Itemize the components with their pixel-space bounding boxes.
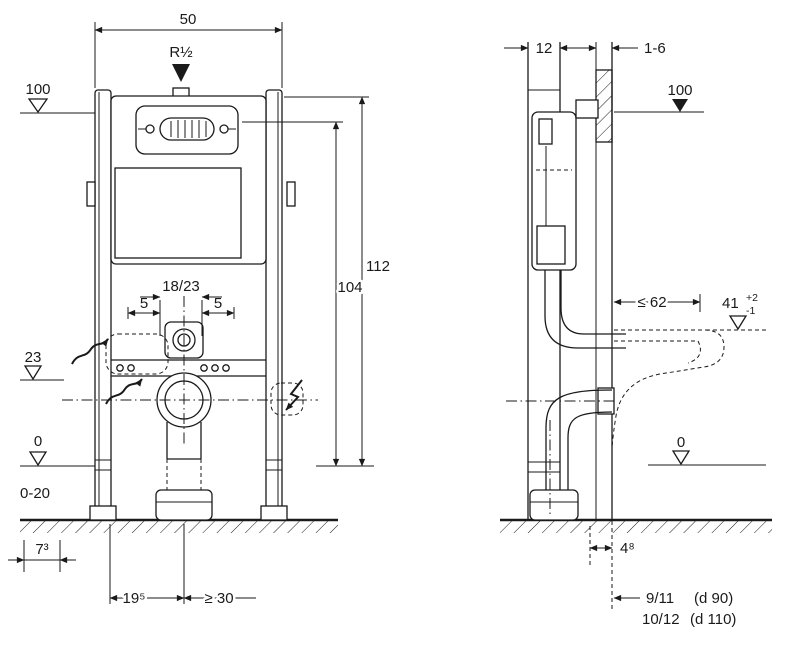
wall-bracket-left xyxy=(86,181,96,207)
dim-rim-height: 41 +2 -1 xyxy=(706,292,766,331)
dim-stub-offset-left-label: 5 xyxy=(140,295,148,312)
outlet-option-110-label: 10/12 xyxy=(642,611,680,628)
cistern-side xyxy=(531,99,599,271)
side-view: 12 1-6 100 ≤ 62 41 +2 -1 xyxy=(504,40,766,628)
dim-rim-height-label: 41 xyxy=(722,295,739,312)
drain-pipe xyxy=(529,387,615,521)
dim-rim-tol-plus-label: +2 xyxy=(746,292,758,304)
dim-stub-offset-left: 5 xyxy=(127,295,161,319)
floor-range-label: 0-20 xyxy=(20,485,50,502)
dim-pipe-offset: 4⁸ xyxy=(589,521,637,612)
flush-pipe xyxy=(544,270,626,349)
level-triangle-icon xyxy=(27,98,49,114)
flush-bend-grille xyxy=(159,117,215,141)
supply-connection-side xyxy=(575,99,599,119)
wall-section xyxy=(595,42,613,520)
drain-flange-side xyxy=(529,489,579,521)
level-triangle-icon xyxy=(728,315,748,331)
outlet-level-marker: 23 xyxy=(20,349,64,381)
dim-outlet-distance: 19⁵ xyxy=(109,524,185,610)
zero-level-marker-side: 0 xyxy=(648,434,766,466)
dim-rim-tol-minus-label: -1 xyxy=(746,305,755,317)
floor-hatch-left xyxy=(20,521,338,533)
supply-level-marker: 100 xyxy=(20,81,95,114)
dim-actuation-height: 104 xyxy=(242,121,365,467)
level-triangle-icon xyxy=(671,450,691,466)
supply-level-marker-side: 100 xyxy=(614,82,704,113)
screw-icon xyxy=(219,124,229,134)
power-connection xyxy=(270,379,304,416)
flex-hose-icon xyxy=(105,378,143,405)
access-window xyxy=(114,167,242,259)
lightning-bolt-icon xyxy=(285,379,303,411)
zero-level-marker: 0 xyxy=(20,433,95,467)
supply-level-side-label: 100 xyxy=(667,82,692,99)
supply-connection-marker: R½ xyxy=(169,44,193,82)
fill-valve xyxy=(538,118,553,145)
outlet-option-90-label: 9/11 xyxy=(646,590,674,607)
flush-valve xyxy=(536,225,566,265)
outlet-level-label: 23 xyxy=(25,349,42,366)
frame-rails xyxy=(86,89,296,521)
dim-stub-spacing-label: 18/23 xyxy=(162,278,200,295)
dim-stub-offset-right: 5 xyxy=(201,295,235,319)
zero-level-side-label: 0 xyxy=(677,434,685,451)
dim-frame-height-label: 112 xyxy=(366,258,390,275)
dim-bowl-projection-label: ≤ 62 xyxy=(637,294,666,311)
dim-outlet-distance-label: 19⁵ xyxy=(123,590,146,607)
dim-actuation-height-label: 104 xyxy=(337,279,362,296)
outlet-option-110-pipe-label: (d 110) xyxy=(690,611,736,628)
dim-pipe-offset-label: 4⁸ xyxy=(620,540,635,557)
supply-thread-label: R½ xyxy=(169,44,193,61)
floor-hatch-right xyxy=(500,521,772,533)
dim-wall-finish: 1-6 xyxy=(572,40,666,57)
zero-level-label: 0 xyxy=(34,433,42,450)
floor-section xyxy=(20,518,772,533)
supply-level-label: 100 xyxy=(25,81,50,98)
dim-stub-spacing: 18/23 xyxy=(140,276,222,336)
dim-wall-finish-label: 1-6 xyxy=(644,40,666,57)
outlet-option-90-pipe-label: (d 90) xyxy=(694,590,733,607)
supply-arrow-icon xyxy=(172,64,190,82)
dim-stub-offset-right-label: 5 xyxy=(214,295,222,312)
dim-wall-offset: 7³ xyxy=(8,540,76,572)
level-triangle-icon xyxy=(28,451,48,467)
supply-zone-outline xyxy=(105,333,169,375)
wall-bracket-right xyxy=(286,181,296,207)
dim-frame-depth-label: 12 xyxy=(536,40,553,57)
flex-hose-icon xyxy=(71,338,109,365)
dim-wall-offset-label: 7³ xyxy=(35,541,48,558)
front-view: 50 R½ 100 112 104 xyxy=(8,11,392,610)
foot-plate-left xyxy=(89,505,117,521)
level-triangle-icon xyxy=(23,365,43,381)
dim-frame-height: 112 xyxy=(284,96,392,467)
dim-bowl-projection: ≤ 62 xyxy=(613,292,701,314)
dim-frame-width-label: 50 xyxy=(180,11,197,28)
dim-side-clearance-label: ≥ 30 xyxy=(204,590,233,607)
cistern-front xyxy=(110,87,267,265)
dim-frame-width: 50 xyxy=(94,11,283,88)
drain-flange xyxy=(155,489,213,521)
wc-bowl-outline xyxy=(611,329,725,449)
dim-side-clearance: ≥ 30 xyxy=(183,588,256,610)
outlet-height-options: 9/11 (d 90) 10/12 (d 110) xyxy=(613,590,736,628)
foot-plate-right xyxy=(260,505,288,521)
level-triangle-filled-icon xyxy=(672,99,688,112)
screw-icon xyxy=(145,124,155,134)
